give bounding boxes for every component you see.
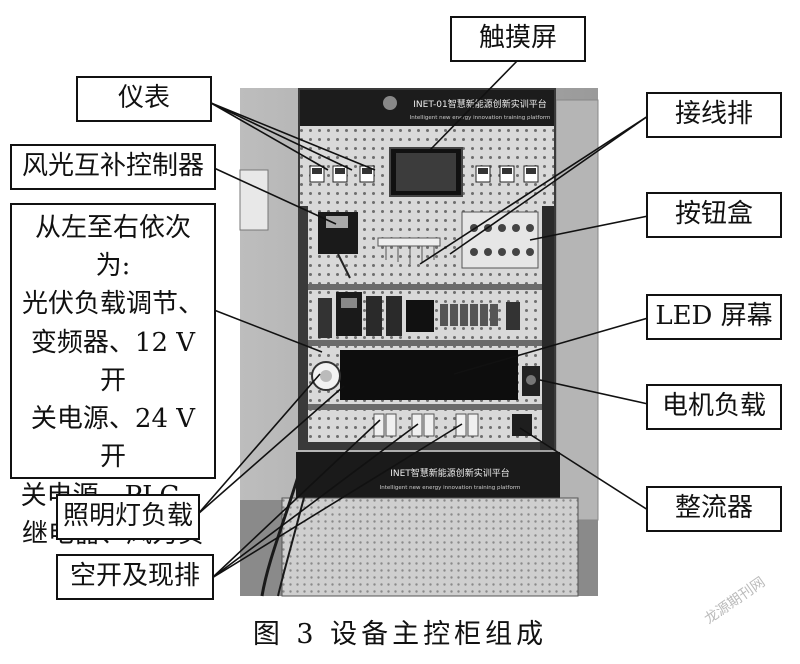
- figure-caption: 图 3 设备主控柜组成: [252, 619, 548, 650]
- label-button-box: 按钮盒: [646, 192, 782, 238]
- leader-controller: [213, 167, 337, 225]
- wind-load-regulator: [506, 302, 520, 330]
- label-left-to-right-line-1: 从左至右依次为:: [34, 213, 191, 282]
- led-screen-device: [340, 350, 518, 400]
- cabinet-right-post: [540, 200, 554, 450]
- leader-air-switch-1: [211, 419, 381, 579]
- label-left-to-right-line-2: 光伏负载调节、: [21, 289, 204, 320]
- meters-left: [309, 165, 375, 183]
- label-lighting-load: 照明灯负载: [56, 494, 200, 540]
- rail-1: [308, 284, 542, 290]
- top-header-board: [300, 90, 554, 126]
- top-header-title: INET-01智慧新能源创新实训平台: [413, 98, 546, 110]
- label-left-to-right-line-3: 变频器、12 V 开: [30, 327, 196, 396]
- leader-touchscreen: [429, 57, 521, 151]
- label-wind-solar-controller: 风光互补控制器: [10, 144, 216, 190]
- leader-meter-1: [210, 102, 329, 171]
- photo: INET-01智慧新能源创新实训平台 Intelligent new energ…: [239, 88, 599, 597]
- label-led-screen: LED 屏幕: [646, 294, 782, 340]
- wall-poster: [239, 169, 269, 231]
- label-touchscreen: 触摸屏: [450, 16, 586, 62]
- label-motor-load: 电机负载: [646, 384, 782, 430]
- leader-air-switch-2: [211, 423, 419, 579]
- leader-led-screen: [453, 317, 649, 375]
- leader-terminal-block-2: [449, 115, 649, 255]
- top-header-subtitle: Intelligent new energy innovation traini…: [410, 115, 551, 121]
- label-air-switch: 空开及现排: [56, 554, 214, 600]
- pv-load-regulator: [318, 298, 332, 338]
- leader-lighting-load-1: [197, 373, 321, 515]
- psu-24v: [386, 296, 402, 336]
- leader-motor-load: [539, 379, 649, 405]
- plc: [406, 300, 434, 332]
- leader-lines: [197, 57, 649, 579]
- label-left-to-right-line-4: 关电源、24 V 开: [30, 404, 196, 473]
- relays: [440, 304, 498, 326]
- terminal-block-device: [377, 237, 441, 264]
- meters-right: [475, 165, 539, 183]
- label-rectifier: 整流器: [646, 486, 782, 532]
- leader-row-devices: [213, 309, 323, 353]
- rail-3: [308, 404, 542, 410]
- psu-12v: [366, 296, 382, 336]
- top-header-logo: [383, 96, 397, 110]
- bottom-header-board: [296, 452, 560, 498]
- bottom-header-title: INET智慧新能源创新实训平台: [390, 467, 510, 479]
- label-left-to-right: 从左至右依次为: 光伏负载调节、 变频器、12 V 开 关电源、24 V 开 关…: [10, 203, 216, 587]
- leader-rectifier: [519, 427, 649, 511]
- leader-meter-3: [210, 102, 376, 171]
- rectifier-device: [512, 414, 532, 436]
- leader-button-box: [529, 215, 649, 241]
- button-box-device: [461, 211, 539, 269]
- leader-meter-2: [210, 102, 353, 171]
- breakers: [373, 413, 479, 437]
- label-terminal-block: 接线排: [646, 92, 782, 138]
- leader-terminal-block-1: [419, 115, 649, 265]
- bottom-header-subtitle: Intelligent new energy innovation traini…: [380, 485, 521, 491]
- leader-lighting-load-2: [197, 385, 345, 515]
- label-meter: 仪表: [76, 76, 212, 122]
- rail-2: [308, 340, 542, 346]
- base-cabinet: [281, 497, 579, 597]
- leader-air-switch-3: [211, 423, 463, 579]
